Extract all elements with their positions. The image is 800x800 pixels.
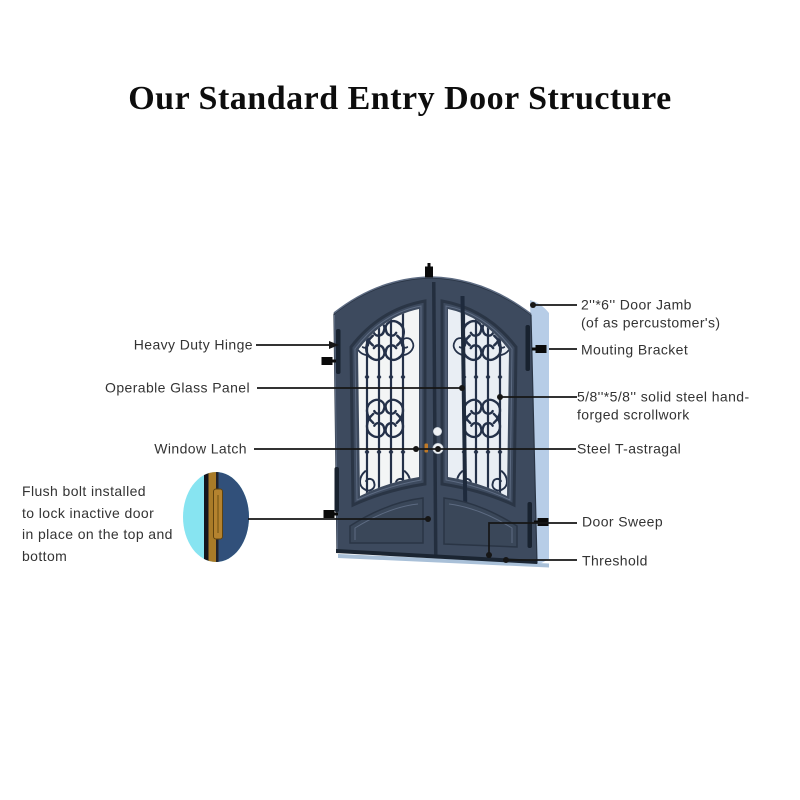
label-scrollwork: 5/8''*5/8'' solid steel hand- forged scr… — [577, 388, 750, 423]
flush-bolt-inset — [183, 472, 249, 562]
hinge-right-lower — [527, 502, 532, 548]
leader-lines — [248, 302, 577, 563]
label-threshold: Threshold — [582, 552, 648, 569]
window-latch-hardware — [424, 443, 428, 453]
hinges — [334, 325, 532, 548]
door-bottom-edge — [336, 549, 537, 564]
page-title: Our Standard Entry Door Structure — [128, 80, 672, 117]
leader-arrow — [329, 341, 339, 349]
label-heavy-duty-hinge: Heavy Duty Hinge — [133, 336, 253, 353]
leader-door-sweep — [488, 522, 577, 555]
label-flush-bolt-note: Flush bolt installed to lock inactive do… — [22, 483, 173, 564]
label-t-astragal: Steel T-astragal — [577, 440, 682, 457]
bracket-top-icon — [425, 263, 433, 278]
t-astragal-bar — [460, 296, 468, 524]
threshold-sill — [338, 554, 549, 568]
label-mounting-bracket: Mouting Bracket — [581, 341, 689, 358]
bracket-left-upper-icon — [321, 357, 336, 365]
label-window-latch: Window Latch — [154, 440, 247, 457]
glass-frames — [349, 299, 518, 508]
label-door-jamb: 2''*6'' Door Jamb (of as percustomer's) — [581, 296, 721, 331]
hinge-left-lower — [334, 467, 339, 512]
hinge-left-upper — [336, 329, 341, 374]
label-operable-glass-panel: Operable Glass Panel — [105, 379, 250, 396]
label-door-sweep: Door Sweep — [582, 513, 664, 530]
hinge-right-upper — [525, 325, 530, 371]
bottom-panels — [349, 497, 518, 548]
